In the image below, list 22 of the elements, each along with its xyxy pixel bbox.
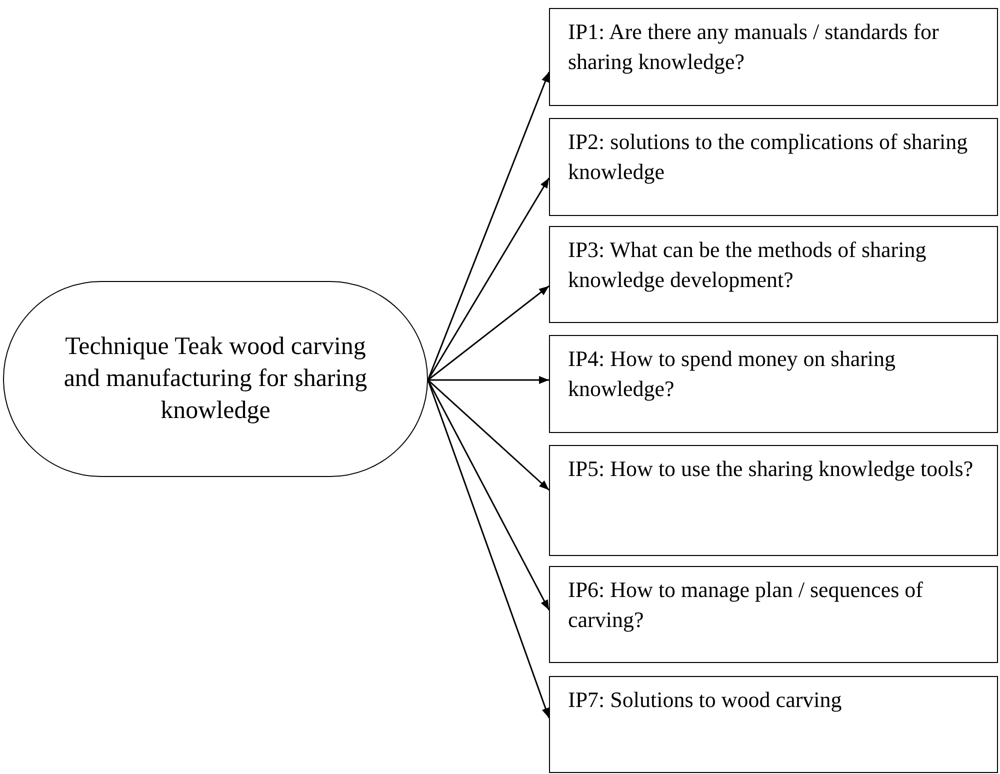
question-box <box>549 8 998 106</box>
node-text: IP5: How to use the sharing knowledge tools? <box>567 455 974 483</box>
node-text: IP4: How to spend money on sharing knowledge? <box>567 345 897 403</box>
node-text: IP1: Are there any manuals / standards for sharing knowledge? <box>567 18 940 76</box>
arrow <box>427 178 550 380</box>
question-box <box>549 226 998 323</box>
node-text: IP6: How to manage plan / sequences of carving? <box>567 576 924 634</box>
arrow <box>428 379 550 491</box>
node-text: IP3: What can be the methods of sharing knowledge development? <box>567 236 928 294</box>
arrow <box>427 380 550 610</box>
question-box <box>549 445 998 556</box>
question-box <box>549 676 998 773</box>
question-box <box>549 566 998 663</box>
node-text: IP2: solutions to the complications of sharing knowledge <box>567 128 969 186</box>
question-box <box>549 335 998 433</box>
node-text: Technique Teak wood carving and manufacturing for sharing knowledge <box>62 332 368 426</box>
arrow <box>427 380 550 718</box>
node-text: IP7: Solutions to wood carving <box>567 686 843 714</box>
question-box <box>549 118 998 216</box>
arrow <box>427 72 550 380</box>
arrow <box>428 285 550 381</box>
arrow <box>428 376 549 384</box>
